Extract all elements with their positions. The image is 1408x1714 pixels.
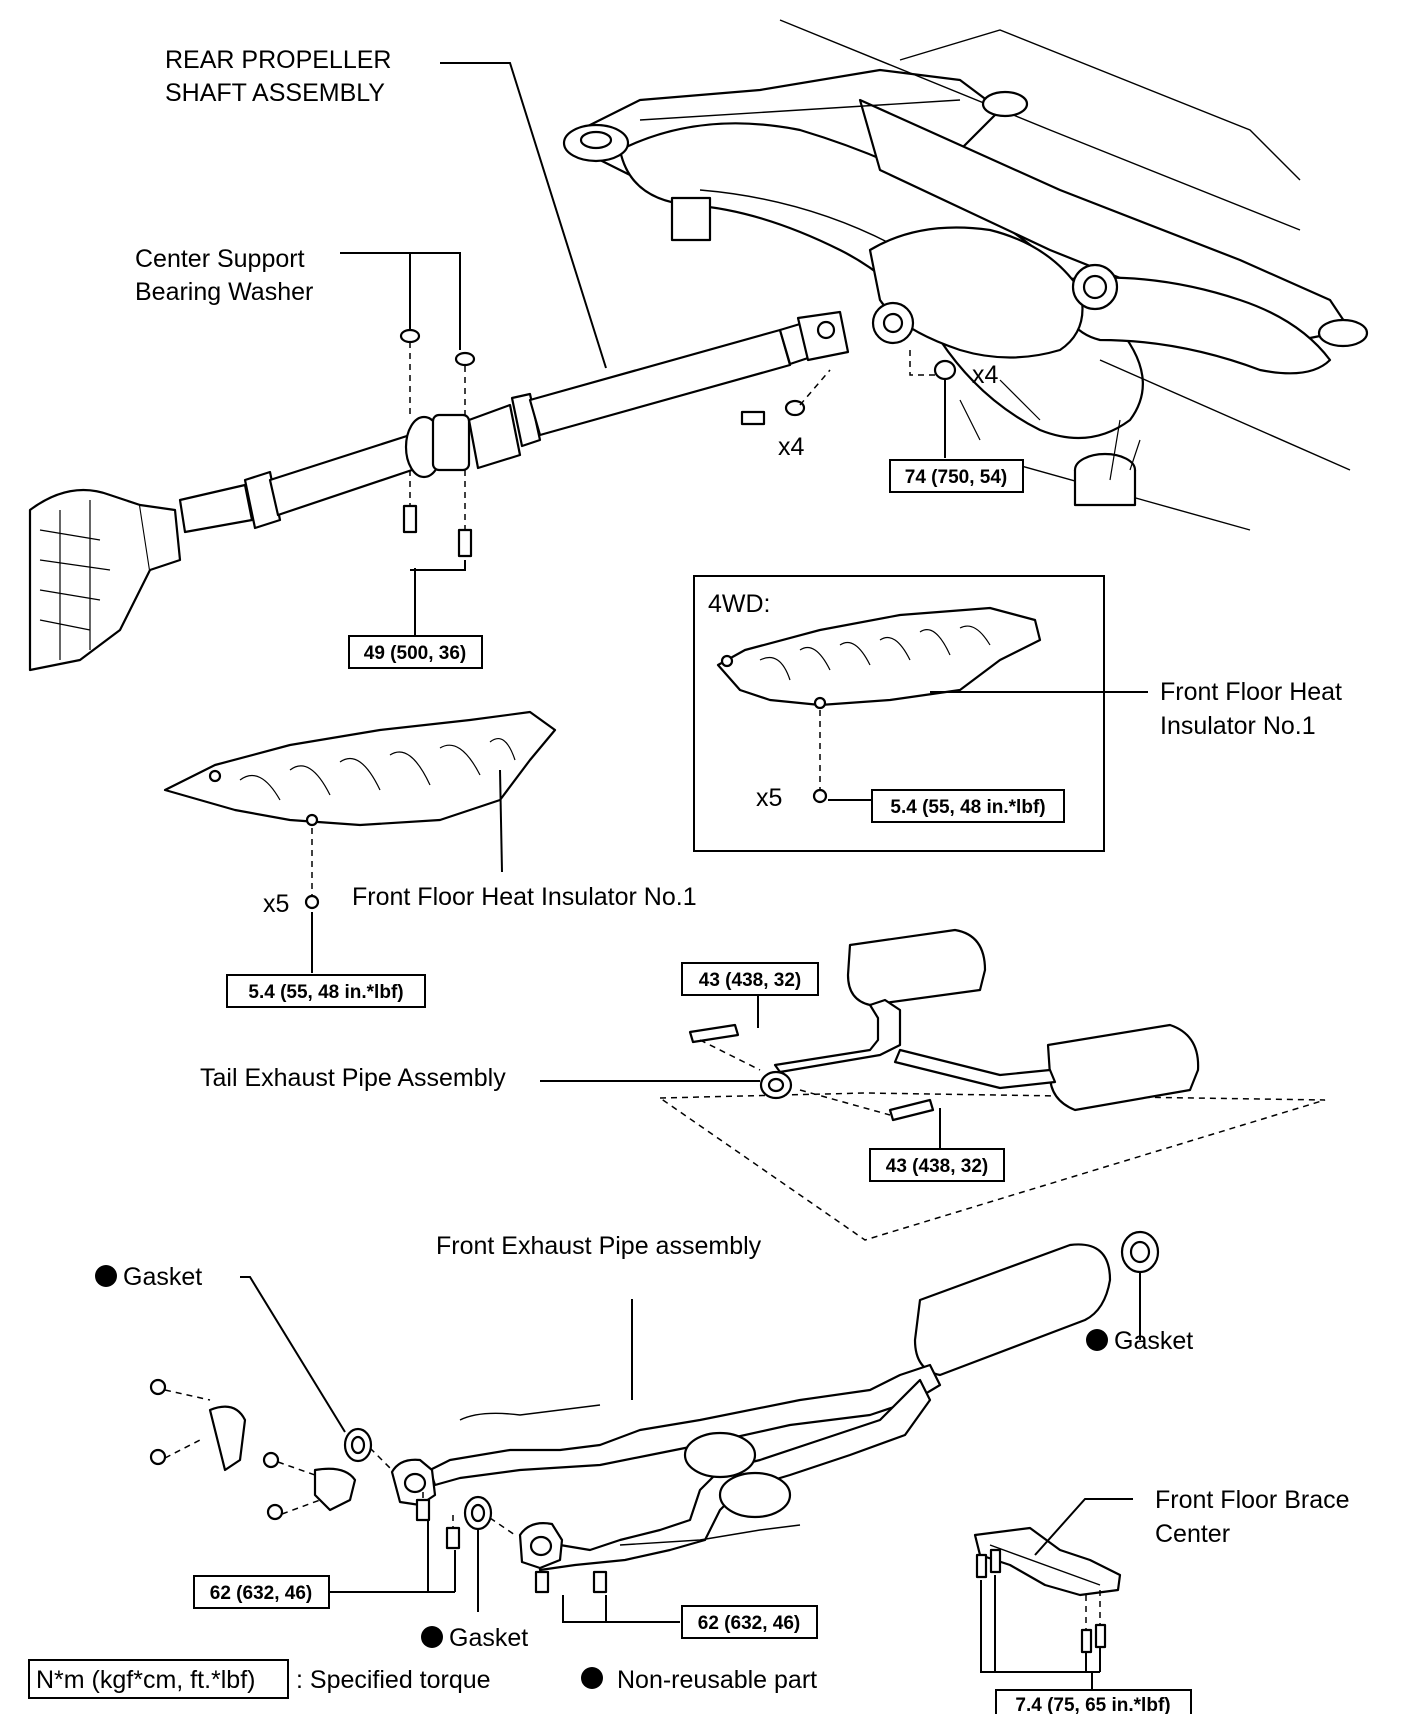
torque-value: 49 (500, 36) xyxy=(364,643,466,664)
bolt-icon xyxy=(1080,1628,1093,1654)
ffhi-4wd-label: Front Floor Heat xyxy=(1160,678,1342,706)
nonreusable-marker-icon xyxy=(1086,1329,1108,1351)
nut-icon xyxy=(266,1503,284,1521)
torque-box xyxy=(348,635,483,669)
rear-suspension-member xyxy=(562,19,1369,531)
center-support-hardware xyxy=(399,328,957,558)
bolt-icon xyxy=(592,1570,608,1594)
gasket-label: Gasket xyxy=(1114,1327,1193,1355)
nonreusable-marker-icon xyxy=(421,1626,443,1648)
legend-torque-box xyxy=(28,1659,289,1699)
torque-box xyxy=(889,459,1024,493)
torque-box xyxy=(681,1605,818,1639)
torque-value: 62 (632, 46) xyxy=(698,1613,800,1634)
gasket-label: Gasket xyxy=(449,1624,528,1652)
front-exhaust-label: Front Exhaust Pipe assembly xyxy=(436,1232,762,1260)
rear-propeller-label: SHAFT ASSEMBLY xyxy=(165,79,385,107)
brace-label: Front Floor Brace xyxy=(1155,1486,1350,1514)
quantity-label: x4 xyxy=(778,433,805,461)
torque-box xyxy=(193,1575,330,1609)
nonreusable-marker-icon xyxy=(581,1667,603,1689)
gasket-label: Gasket xyxy=(123,1263,202,1291)
bolt-icon xyxy=(534,1570,550,1594)
brace-label: Center xyxy=(1155,1520,1230,1548)
legend-torque-unit: N*m (kgf*cm, ft.*lbf) xyxy=(36,1666,255,1694)
nut-icon xyxy=(812,788,828,804)
bearing-washer-2 xyxy=(454,351,476,367)
torque-value: 74 (750, 54) xyxy=(905,467,1007,488)
nut-icon xyxy=(304,894,320,910)
torque-box xyxy=(681,962,819,996)
transmission-housing xyxy=(28,488,182,672)
bolt-icon xyxy=(740,410,766,426)
bolt-icon xyxy=(888,1098,935,1122)
rear-propeller-shaft xyxy=(178,310,850,534)
nut-icon xyxy=(262,1451,280,1469)
torque-value: 5.4 (55, 48 in.*lbf) xyxy=(248,982,403,1003)
bolt-icon xyxy=(457,528,473,558)
quantity-label: x5 xyxy=(263,890,289,918)
bolt-icon xyxy=(989,1548,1002,1574)
front-floor-brace-center xyxy=(973,1526,1122,1654)
quantity-label: x4 xyxy=(972,361,999,389)
front-floor-heat-insulator xyxy=(163,710,557,910)
quantity-label: x5 xyxy=(756,784,782,812)
tail-exhaust-pipe-assembly xyxy=(657,928,1326,1241)
torque-box xyxy=(995,1689,1192,1714)
front-exhaust-pipe-assembly xyxy=(149,1230,1160,1594)
bolt-icon xyxy=(415,1498,431,1522)
torque-box xyxy=(871,789,1065,823)
torque-value: 62 (632, 46) xyxy=(210,1583,312,1604)
nonreusable-marker-icon xyxy=(95,1265,117,1287)
nut-icon xyxy=(149,1448,167,1466)
torque-box xyxy=(226,974,426,1008)
bolt-icon xyxy=(688,1023,740,1044)
torque-box xyxy=(869,1148,1005,1182)
bolt-icon xyxy=(402,504,418,534)
tail-exhaust-label: Tail Exhaust Pipe Assembly xyxy=(200,1064,506,1092)
ffhi-4wd-label: Insulator No.1 xyxy=(1160,712,1316,740)
nut-icon xyxy=(933,359,957,381)
ffhi-label: Front Floor Heat Insulator No.1 xyxy=(352,883,697,911)
nut-icon xyxy=(149,1378,167,1396)
legend-nonreusable-desc: Non-reusable part xyxy=(617,1666,817,1694)
torque-value: 43 (438, 32) xyxy=(699,970,801,991)
bearing-washer-1 xyxy=(399,328,421,344)
center-support-label: Bearing Washer xyxy=(135,278,313,306)
torque-value: 43 (438, 32) xyxy=(886,1156,988,1177)
bolt-icon xyxy=(1094,1623,1107,1649)
torque-value: 7.4 (75, 65 in.*lbf) xyxy=(1015,1695,1170,1714)
torque-value: 5.4 (55, 48 in.*lbf) xyxy=(890,797,1045,818)
center-support-label: Center Support xyxy=(135,245,305,273)
bolt-icon xyxy=(975,1553,988,1579)
4wd-title: 4WD: xyxy=(708,590,771,618)
legend-torque-desc: : Specified torque xyxy=(296,1666,491,1694)
bolt-icon xyxy=(445,1526,461,1550)
4wd-heat-insulator xyxy=(716,606,1042,804)
rear-propeller-label: REAR PROPELLER xyxy=(165,46,391,74)
